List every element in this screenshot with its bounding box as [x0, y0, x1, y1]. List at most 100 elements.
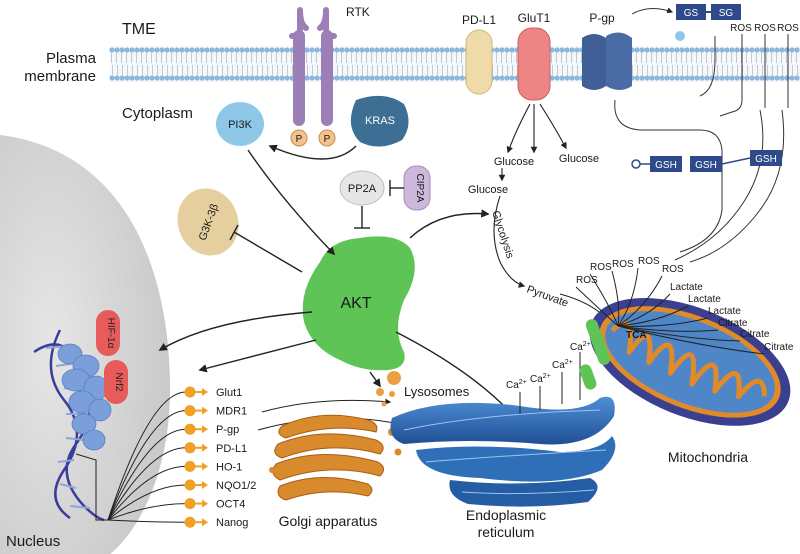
target-gene-label: OCT4	[216, 499, 245, 511]
plasma-membrane-label-1: Plasma	[46, 50, 97, 67]
svg-text:HIF-1α: HIF-1α	[105, 318, 116, 349]
ros-top-3: ROS	[777, 23, 799, 34]
gene-dot	[184, 516, 196, 528]
nucleus-to-genes-line	[75, 453, 108, 521]
mitochondria-label: Mitochondria	[668, 449, 748, 465]
pp2a-node: PP2A	[339, 170, 385, 206]
tme-label: TME	[122, 21, 156, 38]
ros-top-1: ROS	[730, 23, 752, 34]
ros-export-lines	[614, 7, 789, 263]
akt-node: AKT	[302, 236, 415, 371]
gene-link	[107, 428, 187, 521]
glucose-label-1: Glucose	[494, 156, 534, 168]
gsh-box-2: GSH	[690, 156, 722, 172]
gs-box: GS	[676, 4, 706, 20]
mito-output-label: ROS	[662, 264, 684, 275]
mito-output-label: Lactate	[708, 306, 741, 317]
gene-link	[107, 484, 187, 521]
glucose-label-2: Glucose	[559, 153, 599, 165]
target-gene-label: MDR1	[216, 406, 247, 418]
gene-dot	[184, 479, 196, 491]
golgi-label: Golgi apparatus	[279, 513, 378, 529]
hif1a-node: HIF-1α	[96, 310, 120, 356]
gsh-box-1: GSH	[631, 156, 682, 172]
gene-link	[107, 391, 187, 521]
gene-link	[107, 465, 187, 521]
plasma-membrane-label-2: membrane	[24, 68, 96, 85]
nucleus-label: Nucleus	[6, 533, 60, 550]
pdl1-protein	[465, 29, 493, 95]
mito-output-label: Citrate	[718, 318, 748, 329]
kras-node: KRAS	[350, 95, 409, 147]
svg-text:GSH: GSH	[695, 160, 717, 171]
nucleus	[0, 135, 170, 554]
svg-text:KRAS: KRAS	[365, 115, 395, 127]
svg-text:PP2A: PP2A	[348, 183, 377, 195]
target-gene-label: P-gp	[216, 424, 239, 436]
dna-helix	[33, 329, 112, 522]
glut1-transporter	[517, 27, 551, 101]
mito-output-label: Lactate	[688, 294, 721, 305]
ca-label: Ca2+	[570, 341, 591, 353]
mito-output-label: Citrate	[740, 329, 770, 340]
svg-text:GS: GS	[684, 8, 699, 19]
ros-top-2: ROS	[754, 23, 776, 34]
target-gene-label: Glut1	[216, 387, 242, 399]
rtk-phospho-2: P	[324, 134, 331, 145]
efflux-molecule	[675, 31, 685, 41]
gene-dot	[184, 442, 196, 454]
svg-text:GSH: GSH	[755, 154, 777, 165]
svg-text:Nrf2: Nrf2	[113, 373, 124, 392]
glucose-label-3: Glucose	[468, 184, 508, 196]
gene-dot	[184, 423, 196, 435]
calcium-arrows	[519, 352, 581, 414]
er-label-1: Endoplasmic	[466, 507, 546, 523]
mito-output-label: ROS	[638, 256, 660, 267]
gene-dot	[184, 460, 196, 472]
svg-text:AKT: AKT	[340, 295, 371, 312]
pgp-transporter	[582, 32, 632, 90]
pi3k-node: PI3K	[216, 102, 264, 146]
plasma-membrane	[109, 46, 800, 82]
rtk-label: RTK	[346, 5, 370, 19]
mito-channel	[579, 319, 611, 390]
rtk-phospho-1: P	[296, 134, 303, 145]
mito-output-label: ROS	[590, 262, 612, 273]
ca-label: Ca2+	[552, 359, 573, 371]
gene-link	[107, 410, 187, 521]
lysosomes	[376, 371, 401, 407]
mito-output-label: ROS	[612, 259, 634, 270]
target-gene-label: Nanog	[216, 517, 248, 529]
gene-link	[107, 503, 187, 521]
mito-output-lines	[575, 267, 765, 355]
target-gene-label: HO-1	[216, 461, 242, 473]
glut1-label: GluT1	[518, 11, 551, 25]
nrf2-node: Nrf2	[104, 360, 128, 404]
lysosomes-label: Lysosomes	[404, 384, 470, 399]
gene-link	[107, 519, 187, 523]
er-label-2: reticulum	[478, 524, 535, 540]
endoplasmic-reticulum	[390, 396, 616, 507]
signaling-arrows	[158, 144, 512, 414]
rtk-receptor: P P	[289, 7, 337, 147]
svg-text:CIP2A: CIP2A	[414, 174, 425, 203]
gene-dot	[184, 386, 196, 398]
svg-text:GSH: GSH	[655, 160, 677, 171]
mito-output-label: Lactate	[670, 282, 703, 293]
cip2a-node: CIP2A	[403, 165, 431, 211]
pdl1-label: PD-L1	[462, 13, 496, 27]
gene-link	[107, 447, 187, 521]
target-gene-label: PD-L1	[216, 443, 247, 455]
mito-output-label: Citrate	[764, 342, 794, 353]
gene-dot	[184, 405, 196, 417]
cytoplasm-label: Cytoplasm	[122, 105, 193, 122]
target-gene-label: NQO1/2	[216, 480, 256, 492]
pgp-label: P-gp	[589, 11, 615, 25]
tca-label: TCA	[626, 330, 647, 341]
gsk3b-node: G3K-3β	[177, 188, 239, 256]
ca-label: Ca2+	[506, 379, 527, 391]
